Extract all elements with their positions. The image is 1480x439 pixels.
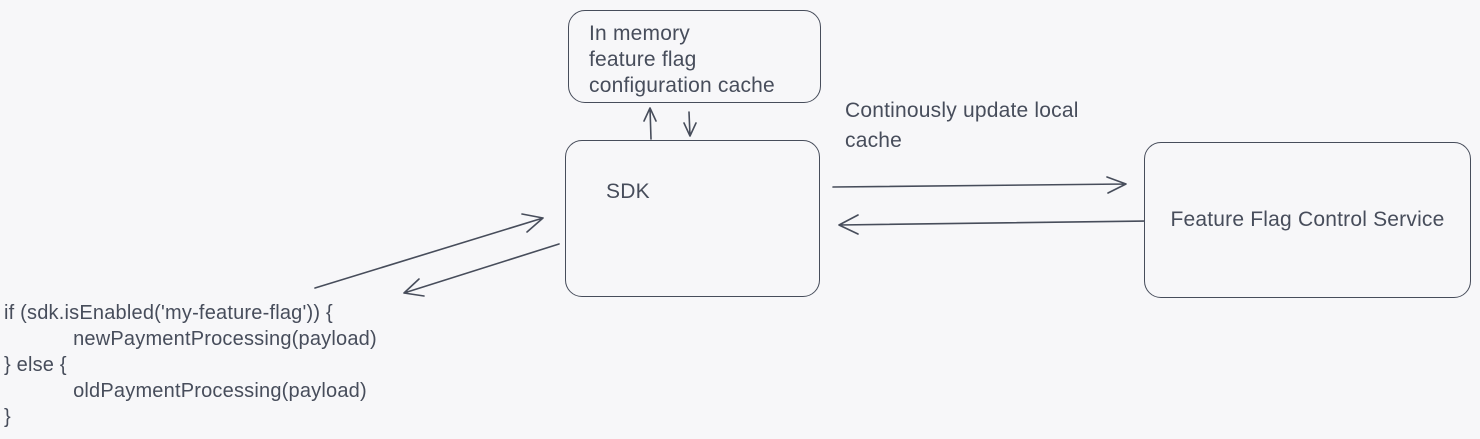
code-line: } else { [4,354,67,376]
arrow-sdk-to-cache-icon [643,107,657,140]
node-service: Feature Flag Control Service [1144,142,1471,298]
annotation-line: cache [845,129,903,152]
code-line: oldPaymentProcessing(payload) [4,380,367,402]
node-sdk: SDK [565,140,820,297]
arrow-service-to-sdk-icon [838,214,1146,235]
annotation-line: Continously update local [845,99,1079,122]
node-cache-label-line: In memory [589,22,690,45]
node-sdk-label: SDK [606,180,650,203]
node-service-label: Feature Flag Control Service [1170,208,1445,231]
arrow-sdk-to-service-icon [832,176,1127,194]
code-line: newPaymentProcessing(payload) [4,328,377,350]
node-cache: In memory feature flag configuration cac… [568,10,821,103]
code-line: if (sdk.isEnabled('my-feature-flag')) { [4,302,333,324]
code-snippet: if (sdk.isEnabled('my-feature-flag')) { … [4,300,377,430]
node-cache-label-line: feature flag [589,48,697,71]
code-line: } [4,406,11,428]
node-cache-label-line: configuration cache [589,74,775,97]
arrow-cache-to-sdk-icon [683,111,697,137]
annotation-update-cache: Continously update local cache [845,96,1079,156]
arrow-sdk-to-code-icon [403,243,560,297]
arrow-code-to-sdk-icon [314,213,544,289]
